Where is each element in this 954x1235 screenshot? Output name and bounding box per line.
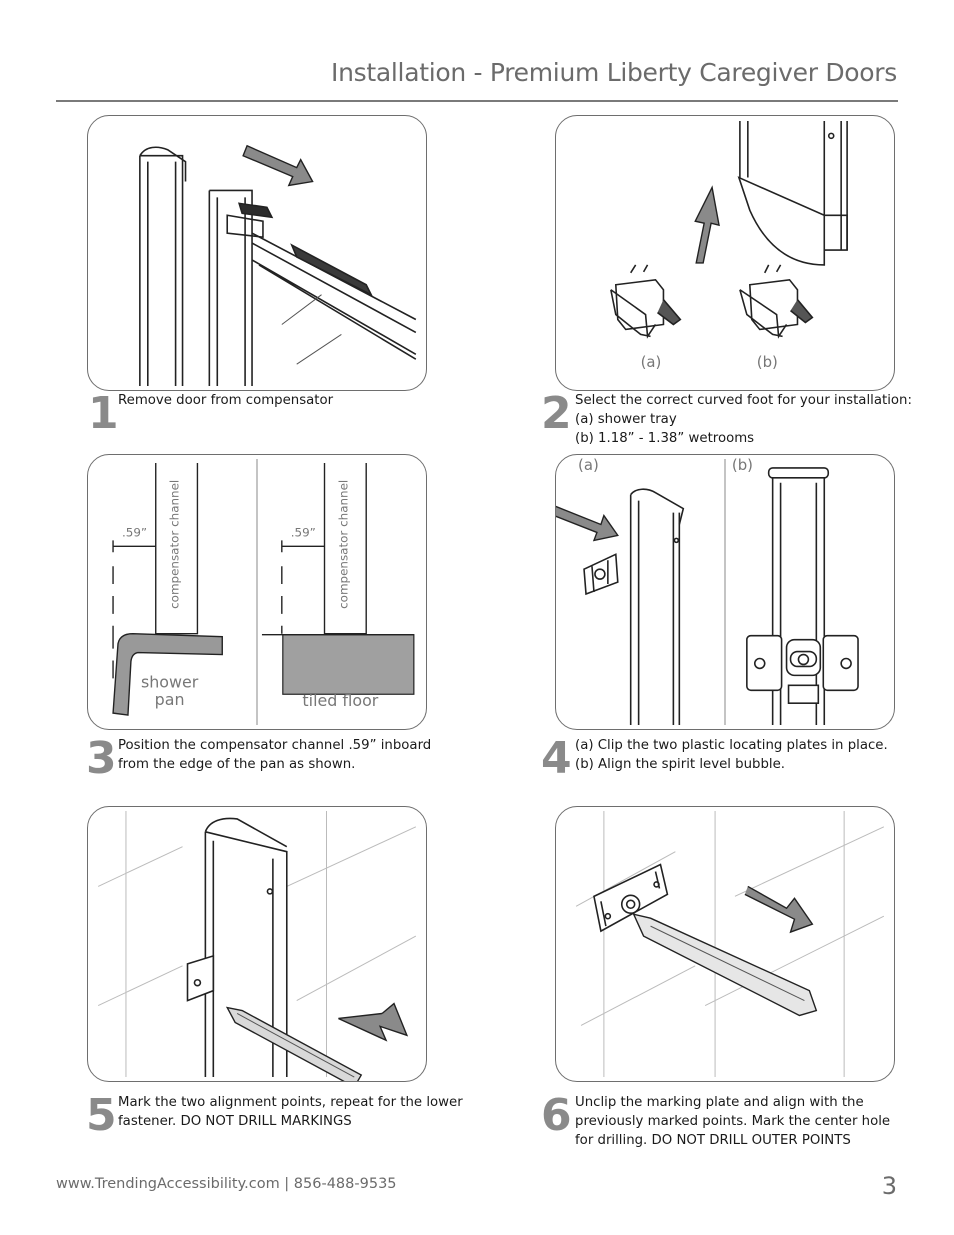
step-4-line: (b) Align the spirit level bubble. [575,757,786,772]
step-6-illustration [555,806,895,1082]
step-3-number: 3 [86,733,117,784]
step-6-line: for drilling. DO NOT DRILL OUTER POINTS [575,1133,851,1148]
step-6-number: 6 [541,1090,572,1141]
step-4-illustration: (a) (b) [555,454,895,730]
tiled-floor-label: tiled floor [302,691,378,710]
step-3-line: Position the compensator channel .59” in… [118,738,432,753]
step-5-instructions: Mark the two alignment points, repeat fo… [118,1093,463,1131]
step-2-line: (a) shower tray [575,412,677,427]
step-6-line: Unclip the marking plate and align with … [575,1095,864,1110]
foot-option-b-label: (b) [757,353,778,371]
page-title: Installation - Premium Liberty Caregiver… [331,58,897,87]
locating-plates-diagram: (a) (b) [556,456,859,726]
step-4-number: 4 [541,733,572,784]
step-5-number: 5 [86,1090,117,1141]
step-2-line: (b) 1.18” - 1.38” wetrooms [575,431,755,446]
step-5-illustration [87,806,427,1082]
channel-offset-diagram: compensator channel compensator channel … [112,458,415,726]
marking-points-diagram [97,810,417,1081]
step-1-instructions: Remove door from compensator [118,391,448,410]
step-5-line: fastener. DO NOT DRILL MARKINGS [118,1114,352,1129]
step-3-line: from the edge of the pan as shown. [118,757,356,772]
step-2-instructions: Select the correct curved foot for your … [575,391,912,448]
step-3-illustration: compensator channel compensator channel … [87,454,427,730]
footer-contact: www.TrendingAccessibility.com | 856-488-… [56,1176,397,1192]
step-6-line: previously marked points. Mark the cente… [575,1114,891,1129]
clip-plates-label-a: (a) [578,456,599,474]
shower-pan-label-line2: pan [155,690,185,709]
offset-dimension-right: .59” [291,525,316,539]
step-1-illustration [87,115,427,391]
curved-foot-diagram: (a) (b) [610,120,848,371]
door-removal-diagram [139,144,417,387]
header-divider [56,100,898,102]
shower-pan-label-line1: shower [141,672,199,691]
step-4-instructions: (a) Clip the two plastic locating plates… [575,736,905,774]
spirit-level-label-b: (b) [732,456,753,474]
step-2-number: 2 [541,388,572,439]
center-hole-diagram [575,810,885,1078]
step-3-instructions: Position the compensator channel .59” in… [118,736,448,774]
step-4-line: (a) Clip the two plastic locating plates… [575,738,888,753]
step-1-line: Remove door from compensator [118,393,334,408]
compensator-channel-label-right: compensator channel [336,480,350,609]
page-number: 3 [881,1172,897,1200]
step-5-line: Mark the two alignment points, repeat fo… [118,1095,463,1110]
step-6-instructions: Unclip the marking plate and align with … [575,1093,905,1150]
offset-dimension-left: .59” [122,525,147,539]
step-2-illustration: (a) (b) [555,115,895,391]
compensator-channel-label-left: compensator channel [168,480,182,609]
step-2-line: Select the correct curved foot for your … [575,393,912,408]
step-1-number: 1 [88,388,119,439]
foot-option-a-label: (a) [641,353,662,371]
